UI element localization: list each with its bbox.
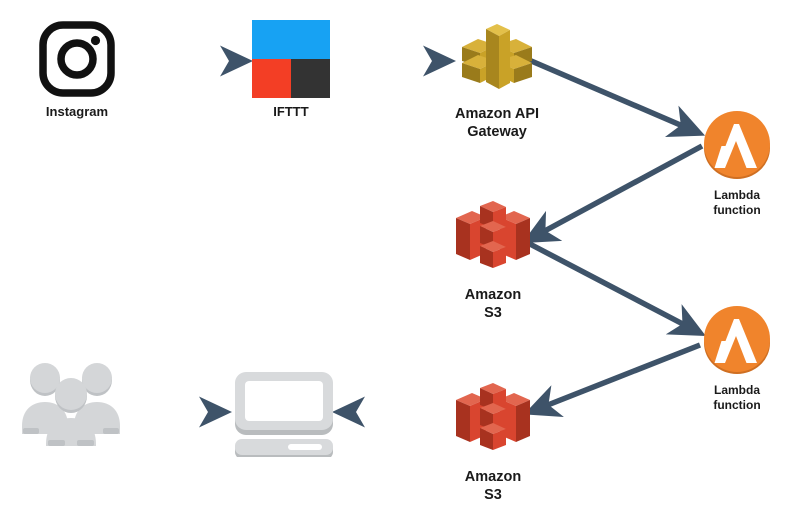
computer-icon bbox=[228, 365, 340, 459]
ifttt-logo-icon bbox=[252, 20, 330, 98]
ifttt-red-block bbox=[252, 59, 291, 98]
node-label-api-gateway: Amazon API Gateway bbox=[455, 106, 540, 141]
node-lambda-1[interactable]: Lambda function bbox=[700, 108, 774, 218]
users-group-icon bbox=[12, 362, 130, 446]
amazon-s3-icon bbox=[452, 380, 534, 462]
node-label-lambda-1: Lambda function bbox=[713, 188, 761, 217]
ifttt-blue-block bbox=[252, 20, 330, 59]
node-s3-middle[interactable]: Amazon S3 bbox=[452, 198, 534, 322]
amazon-api-gateway-icon bbox=[456, 17, 538, 99]
arrow-lambda-1-to-s3-middle bbox=[522, 143, 704, 244]
ifttt-dark-block bbox=[291, 59, 330, 98]
amazon-s3-icon bbox=[452, 198, 534, 280]
node-label-s3-middle: Amazon S3 bbox=[464, 287, 522, 322]
node-label-s3-bottom: Amazon S3 bbox=[464, 469, 522, 504]
node-computer[interactable] bbox=[228, 365, 340, 459]
node-label-instagram: Instagram bbox=[45, 104, 109, 119]
node-label-lambda-2: Lambda function bbox=[713, 383, 761, 412]
node-api-gateway[interactable]: Amazon API Gateway bbox=[455, 17, 539, 141]
node-s3-bottom[interactable]: Amazon S3 bbox=[452, 380, 534, 504]
node-label-ifttt: IFTTT bbox=[273, 104, 309, 119]
arrow-lambda-2-to-s3-bottom bbox=[523, 342, 702, 417]
instagram-icon bbox=[38, 20, 116, 98]
aws-lambda-icon bbox=[700, 108, 774, 182]
node-instagram[interactable]: Instagram bbox=[38, 20, 116, 120]
node-ifttt[interactable]: IFTTT bbox=[252, 20, 330, 120]
arrow-api-gateway-to-lambda-1 bbox=[527, 57, 706, 137]
node-users[interactable] bbox=[12, 362, 130, 446]
arrow-s3-middle-to-lambda-2 bbox=[526, 240, 706, 337]
node-lambda-2[interactable]: Lambda function bbox=[700, 303, 774, 413]
aws-lambda-icon bbox=[700, 303, 774, 377]
